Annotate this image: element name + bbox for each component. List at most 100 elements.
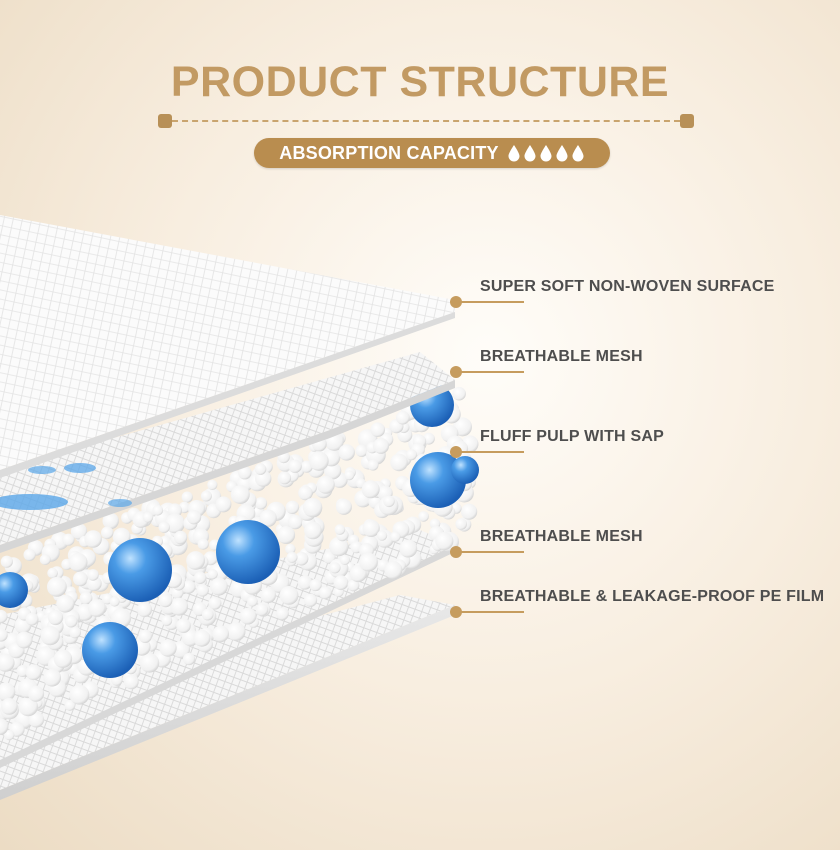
- badge-label: ABSORPTION CAPACITY: [279, 142, 499, 163]
- white-bead: [207, 479, 218, 490]
- label-dot: [450, 606, 462, 618]
- white-bead: [285, 543, 296, 555]
- sap-bead: [108, 538, 172, 602]
- white-bead: [40, 625, 60, 646]
- white-bead: [68, 552, 88, 572]
- title-divider: [172, 120, 680, 122]
- white-bead: [376, 530, 388, 541]
- white-bead: [159, 639, 177, 657]
- white-bead: [260, 587, 277, 603]
- white-bead: [170, 597, 189, 616]
- white-bead: [254, 497, 268, 510]
- white-bead: [64, 614, 78, 628]
- white-bead: [18, 696, 38, 717]
- white-bead: [47, 567, 58, 579]
- white-bead: [186, 551, 206, 570]
- white-bead: [0, 555, 13, 568]
- white-bead: [278, 471, 292, 485]
- white-bead: [4, 729, 15, 741]
- white-bead: [70, 523, 88, 540]
- white-bead: [79, 591, 93, 605]
- white-bead: [230, 485, 250, 504]
- white-bead: [339, 554, 350, 566]
- white-bead: [27, 685, 45, 702]
- white-bead: [69, 626, 81, 639]
- white-bead: [73, 571, 88, 587]
- label-dot: [450, 366, 462, 378]
- white-bead: [123, 674, 139, 690]
- white-bead: [0, 628, 8, 642]
- white-bead: [335, 498, 352, 515]
- white-bead: [62, 533, 75, 546]
- white-bead: [361, 480, 380, 499]
- white-bead: [43, 668, 61, 687]
- white-bead: [23, 548, 36, 561]
- white-bead: [47, 576, 67, 597]
- white-bead: [329, 536, 349, 557]
- white-bead: [152, 505, 164, 516]
- white-bead: [362, 519, 380, 537]
- white-bead: [349, 565, 367, 583]
- white-bead: [347, 579, 360, 592]
- absorption-badge: ABSORPTION CAPACITY: [254, 138, 610, 168]
- white-bead: [197, 538, 209, 550]
- surface-layer: [0, 215, 455, 510]
- white-bead: [259, 509, 277, 527]
- white-bead: [384, 561, 403, 579]
- white-bead: [297, 575, 313, 590]
- white-bead: [302, 497, 323, 518]
- label-dot: [450, 446, 462, 458]
- water-drop-icon: [524, 145, 536, 162]
- white-bead: [158, 521, 170, 533]
- white-bead: [334, 524, 346, 535]
- white-bead: [304, 521, 322, 540]
- white-bead: [53, 649, 73, 668]
- white-bead: [418, 511, 429, 522]
- white-bead: [15, 631, 33, 649]
- pe-film-layer: [0, 595, 455, 800]
- white-bead: [210, 577, 228, 596]
- white-bead: [25, 664, 42, 681]
- white-bead: [390, 531, 401, 542]
- white-bead: [167, 503, 182, 518]
- white-bead: [254, 463, 267, 475]
- white-bead: [318, 586, 332, 600]
- water-drop-icon: [572, 145, 584, 162]
- white-bead: [277, 526, 296, 544]
- label-dot: [450, 546, 462, 558]
- white-bead: [279, 586, 299, 605]
- white-bead: [64, 699, 76, 711]
- white-bead: [238, 466, 252, 480]
- white-bead: [286, 551, 298, 563]
- sap-bead: [82, 622, 138, 678]
- white-bead: [455, 518, 468, 530]
- white-bead: [212, 625, 229, 643]
- white-bead: [0, 653, 15, 672]
- white-bead: [338, 444, 355, 461]
- layer-label-text: BREATHABLE MESH: [480, 528, 643, 545]
- upper-mesh-layer: [0, 352, 455, 553]
- white-bead: [109, 596, 120, 607]
- layer-label-text: BREATHABLE MESH: [480, 348, 643, 365]
- white-bead: [47, 609, 64, 626]
- white-bead: [87, 569, 99, 581]
- layer-label-text: FLUFF PULP WITH SAP: [480, 428, 664, 445]
- white-bead: [142, 512, 154, 523]
- white-bead: [56, 594, 75, 613]
- white-bead: [138, 629, 152, 643]
- white-bead: [0, 698, 18, 715]
- white-bead: [399, 539, 418, 558]
- white-bead: [208, 596, 222, 610]
- white-bead: [173, 530, 188, 545]
- white-bead: [288, 459, 302, 473]
- white-bead: [255, 603, 269, 616]
- white-bead: [176, 618, 191, 633]
- white-bead: [193, 629, 211, 647]
- white-bead: [39, 554, 51, 565]
- white-bead: [322, 551, 336, 564]
- white-bead: [461, 503, 478, 520]
- white-bead: [396, 410, 410, 425]
- white-bead: [25, 612, 39, 626]
- white-bead: [247, 596, 258, 607]
